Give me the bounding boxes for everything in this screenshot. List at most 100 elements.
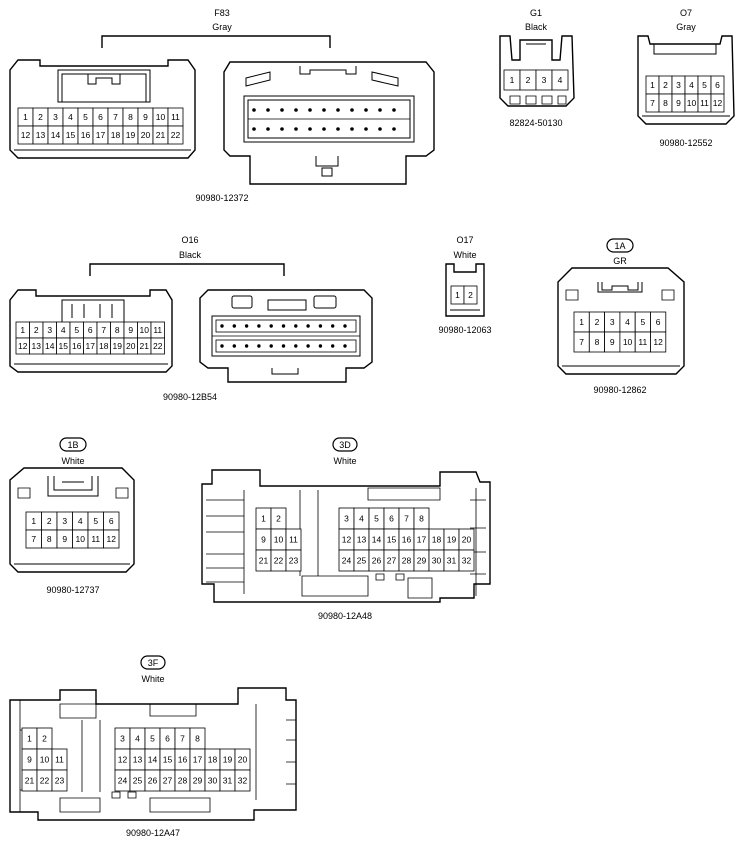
terminal-dot <box>220 344 224 348</box>
code-badge <box>140 655 166 670</box>
pin-number: 10 <box>76 534 86 544</box>
connector-color: Gray <box>676 22 696 32</box>
pin-number: 24 <box>342 556 352 566</box>
pin-number: 11 <box>700 98 709 108</box>
pin-number: 11 <box>171 112 180 122</box>
pin-number: 13 <box>133 755 143 765</box>
pin-number: 3 <box>610 317 615 327</box>
pin-number: 7 <box>101 325 106 335</box>
part-number: 90980-12B54 <box>163 392 217 402</box>
pin-cell <box>234 769 251 792</box>
pin-number: 14 <box>45 341 55 351</box>
code-badge <box>59 437 87 452</box>
pin-number: 10 <box>40 755 50 765</box>
pin-number: 2 <box>526 75 531 85</box>
pin-number: 11 <box>55 755 64 765</box>
pin-number: 2 <box>42 734 47 744</box>
pin-number: 4 <box>689 80 694 90</box>
pin-number: 19 <box>223 755 233 765</box>
pin-number: 7 <box>113 112 118 122</box>
terminal-dot <box>244 324 249 328</box>
pin-number: 14 <box>51 130 61 140</box>
pin-number: 30 <box>208 776 218 786</box>
pin-cell <box>167 125 184 145</box>
pin-number: 8 <box>195 734 200 744</box>
pin-cell <box>458 549 475 572</box>
terminal-dot <box>281 344 286 348</box>
pairing-bracket <box>89 263 285 276</box>
part-number: 82824-50130 <box>509 118 562 128</box>
pin-number: 5 <box>640 317 645 327</box>
pin-number: 6 <box>656 317 661 327</box>
part-number: 90980-12552 <box>659 138 712 148</box>
pin-number: 14 <box>372 535 382 545</box>
pin-number: 17 <box>193 755 203 765</box>
pin-number: 7 <box>404 514 409 524</box>
terminal-dot <box>331 324 335 328</box>
pin-number: 10 <box>140 325 150 335</box>
pin-number: 19 <box>113 341 123 351</box>
terminal-dot <box>281 324 286 328</box>
pin-number: 13 <box>357 535 367 545</box>
connector-code: 1B <box>67 440 78 450</box>
pin-number: 12 <box>653 337 663 347</box>
pin-number: 16 <box>81 130 91 140</box>
pin-number: 3 <box>53 112 58 122</box>
pin-number: 22 <box>171 130 181 140</box>
pin-number: 29 <box>193 776 203 786</box>
pin-number: 11 <box>153 325 162 335</box>
pin-number: 6 <box>715 80 720 90</box>
pin-number: 24 <box>118 776 128 786</box>
pin-number: 25 <box>357 556 367 566</box>
terminal-dot <box>232 324 236 328</box>
pin-number: 4 <box>135 734 140 744</box>
pin-number: 4 <box>558 75 563 85</box>
pin-number: 11 <box>638 337 647 347</box>
terminal-dot <box>220 324 224 328</box>
pin-number: 12 <box>713 98 723 108</box>
pin-number: 26 <box>372 556 382 566</box>
terminal-dot <box>244 344 249 348</box>
pin-number: 3 <box>120 734 125 744</box>
pin-number: 9 <box>143 112 148 122</box>
pin-number: 1 <box>27 734 32 744</box>
pin-number: 7 <box>650 98 655 108</box>
pin-number: 9 <box>128 325 133 335</box>
terminal-dot <box>318 324 323 328</box>
pin-number: 21 <box>140 341 150 351</box>
terminal-dot <box>294 127 298 131</box>
pin-cell <box>285 549 302 572</box>
connector-color: White <box>333 456 356 466</box>
terminal-dot <box>318 344 323 348</box>
terminal-dot <box>364 127 368 131</box>
terminal-dot <box>322 127 326 131</box>
pin-number: 28 <box>178 776 188 786</box>
pin-number: 21 <box>259 556 269 566</box>
pin-number: 1 <box>455 290 460 300</box>
pin-number: 4 <box>61 325 66 335</box>
pin-number: 18 <box>99 341 109 351</box>
code-badge <box>606 238 634 253</box>
pin-number: 9 <box>676 98 681 108</box>
connector-code: 1A <box>614 241 625 251</box>
pin-number: 3 <box>676 80 681 90</box>
pin-number: 2 <box>468 290 473 300</box>
terminal-dot <box>306 344 310 348</box>
pin-number: 2 <box>276 514 281 524</box>
pin-number: 19 <box>126 130 136 140</box>
pin-number: 9 <box>610 337 615 347</box>
pin-number: 10 <box>623 337 633 347</box>
pin-number: 18 <box>208 755 218 765</box>
pin-number: 1 <box>650 80 655 90</box>
pin-number: 27 <box>163 776 173 786</box>
terminal-dot <box>364 108 368 112</box>
pin-number: 7 <box>579 337 584 347</box>
terminal-dot <box>350 127 354 131</box>
